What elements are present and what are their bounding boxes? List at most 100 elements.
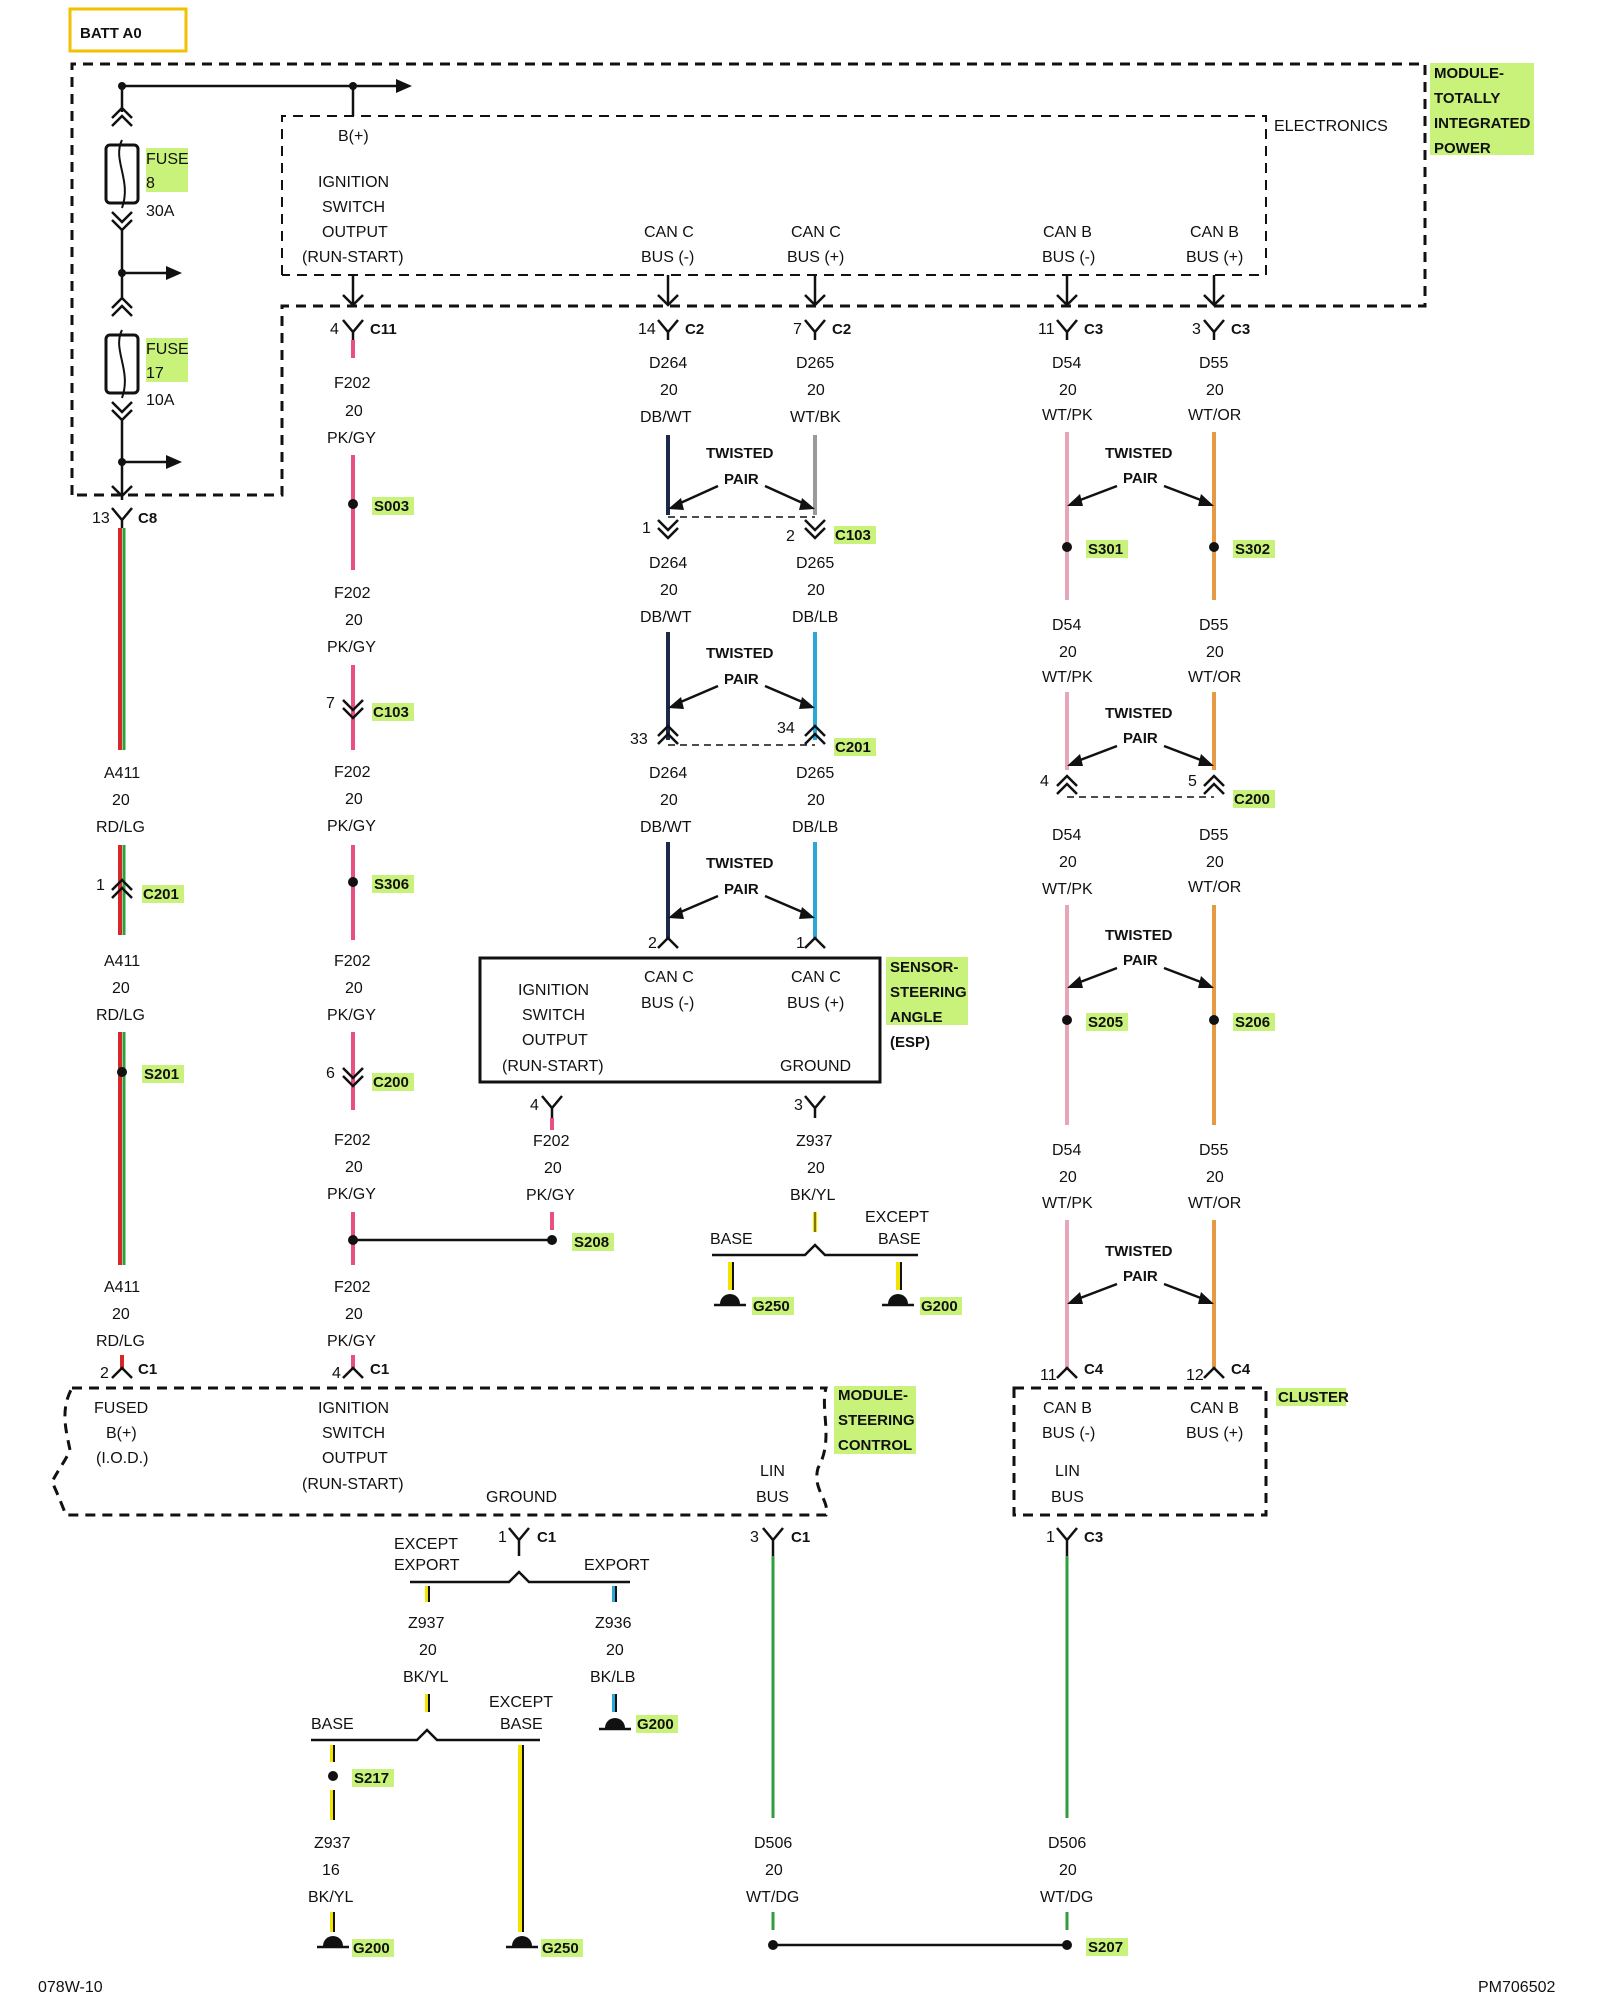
svg-text:C200: C200 — [1234, 791, 1270, 808]
svg-text:5: 5 — [1188, 773, 1197, 790]
svg-text:WT/OR: WT/OR — [1188, 669, 1241, 686]
svg-text:WT/DG: WT/DG — [1040, 1889, 1093, 1906]
sas-box — [478, 956, 882, 1084]
svg-text:20: 20 — [345, 1306, 363, 1323]
svg-text:WT/DG: WT/DG — [746, 1889, 799, 1906]
svg-text:34: 34 — [777, 720, 795, 737]
svg-text:PAIR: PAIR — [1123, 470, 1158, 487]
svg-text:C1: C1 — [791, 1529, 810, 1546]
svg-text:20: 20 — [419, 1642, 437, 1659]
can-c-columns: D264 20 DB/WT D265 20 WT/BK TWISTED PAIR… — [630, 355, 876, 952]
svg-text:D264: D264 — [649, 355, 687, 372]
sas-label-2: STEERING — [890, 984, 967, 1001]
can-b-columns: D54 20 WT/PK D55 20 WT/OR TWISTED PAIR S… — [1040, 355, 1275, 1384]
can-c-minus-2: BUS (-) — [641, 249, 694, 266]
svg-text:20: 20 — [660, 792, 678, 809]
svg-text:14: 14 — [638, 321, 656, 338]
svg-text:EXCEPT: EXCEPT — [394, 1536, 458, 1553]
footer-right: PM706502 — [1478, 1979, 1555, 1996]
svg-text:D54: D54 — [1052, 827, 1081, 844]
can-b-minus-2: BUS (-) — [1042, 249, 1095, 266]
svg-text:20: 20 — [1206, 644, 1224, 661]
can-b-minus-1: CAN B — [1043, 224, 1092, 241]
lin-bus: 3 C1 D506 20 WT/DG S207 1 C3 D506 20 WT/… — [746, 1527, 1128, 1956]
svg-text:33: 33 — [630, 731, 648, 748]
svg-text:4: 4 — [1040, 773, 1049, 790]
svg-text:TWISTED: TWISTED — [706, 445, 774, 462]
scm-label-1: MODULE- — [838, 1387, 908, 1404]
svg-text:PAIR: PAIR — [1123, 1268, 1158, 1285]
svg-text:4: 4 — [332, 1365, 341, 1382]
svg-text:DB/WT: DB/WT — [640, 609, 692, 626]
svg-text:20: 20 — [345, 791, 363, 808]
svg-text:DB/LB: DB/LB — [792, 609, 838, 626]
svg-text:IGNITION: IGNITION — [518, 982, 589, 999]
svg-text:20: 20 — [1059, 854, 1077, 871]
tipm-label-1: MODULE- — [1434, 65, 1504, 82]
splice-s206: S206 — [1235, 1014, 1270, 1031]
svg-text:F202: F202 — [334, 1279, 371, 1296]
cluster-boundary — [1012, 1386, 1268, 1517]
svg-text:Z936: Z936 — [595, 1615, 632, 1632]
svg-text:2: 2 — [786, 528, 795, 545]
svg-text:PK/GY: PK/GY — [327, 1333, 376, 1350]
f202-column: F202 20 PK/GY S003 F202 20 PK/GY 7 C103 … — [326, 340, 614, 1382]
svg-text:G200: G200 — [353, 1940, 390, 1957]
svg-text:C1: C1 — [370, 1361, 389, 1378]
splice-s301: S301 — [1088, 541, 1123, 558]
svg-text:20: 20 — [660, 582, 678, 599]
svg-text:4: 4 — [530, 1097, 539, 1114]
electronics-label: ELECTRONICS — [1274, 118, 1388, 135]
svg-text:RD/LG: RD/LG — [96, 1007, 145, 1024]
svg-text:WT/PK: WT/PK — [1042, 1195, 1093, 1212]
can-c-plus-1: CAN C — [791, 224, 841, 241]
tipm-label-4: POWER — [1434, 140, 1491, 157]
svg-text:SWITCH: SWITCH — [522, 1007, 585, 1024]
svg-text:D55: D55 — [1199, 617, 1228, 634]
svg-text:3: 3 — [1192, 321, 1201, 338]
svg-text:7: 7 — [793, 321, 802, 338]
svg-text:TWISTED: TWISTED — [1105, 1243, 1173, 1260]
svg-text:F202: F202 — [334, 953, 371, 970]
svg-text:12: 12 — [1186, 1367, 1204, 1384]
svg-text:TWISTED: TWISTED — [1105, 445, 1173, 462]
svg-text:B(+): B(+) — [106, 1425, 137, 1442]
svg-text:A411: A411 — [104, 1279, 140, 1296]
svg-text:C4: C4 — [1084, 1361, 1104, 1378]
can-b-plus-2: BUS (+) — [1186, 249, 1243, 266]
svg-text:PAIR: PAIR — [724, 881, 759, 898]
svg-text:20: 20 — [765, 1862, 783, 1879]
svg-text:A411: A411 — [104, 953, 140, 970]
svg-text:20: 20 — [807, 792, 825, 809]
splice-s208: S208 — [574, 1234, 609, 1251]
splice-s306: S306 — [374, 876, 409, 893]
svg-text:WT/PK: WT/PK — [1042, 407, 1093, 424]
svg-text:DB/LB: DB/LB — [792, 819, 838, 836]
svg-text:(RUN-START): (RUN-START) — [502, 1058, 604, 1075]
svg-text:Z937: Z937 — [408, 1615, 445, 1632]
svg-text:GROUND: GROUND — [486, 1489, 557, 1506]
svg-text:16: 16 — [322, 1862, 340, 1879]
svg-text:G200: G200 — [637, 1716, 674, 1733]
fuse-8-label: FUSE — [146, 151, 189, 168]
svg-text:BK/YL: BK/YL — [308, 1889, 353, 1906]
svg-text:1: 1 — [96, 877, 105, 894]
svg-text:C201: C201 — [143, 886, 179, 903]
svg-text:RD/LG: RD/LG — [96, 819, 145, 836]
scm-boundary — [50, 1386, 829, 1517]
svg-text:D55: D55 — [1199, 355, 1228, 372]
svg-text:20: 20 — [112, 792, 130, 809]
splice-s217: S217 — [354, 1770, 389, 1787]
splice-s207: S207 — [1088, 1939, 1123, 1956]
svg-text:C201: C201 — [835, 739, 871, 756]
svg-text:3: 3 — [750, 1529, 759, 1546]
svg-text:BASE: BASE — [878, 1231, 921, 1248]
svg-text:6: 6 — [326, 1065, 335, 1082]
svg-text:2: 2 — [648, 935, 657, 952]
ign-label-1: IGNITION — [318, 174, 389, 191]
svg-text:IGNITION: IGNITION — [318, 1400, 389, 1417]
svg-text:TWISTED: TWISTED — [1105, 705, 1173, 722]
svg-text:WT/OR: WT/OR — [1188, 407, 1241, 424]
svg-text:BK/YL: BK/YL — [790, 1187, 835, 1204]
svg-text:OUTPUT: OUTPUT — [522, 1032, 588, 1049]
